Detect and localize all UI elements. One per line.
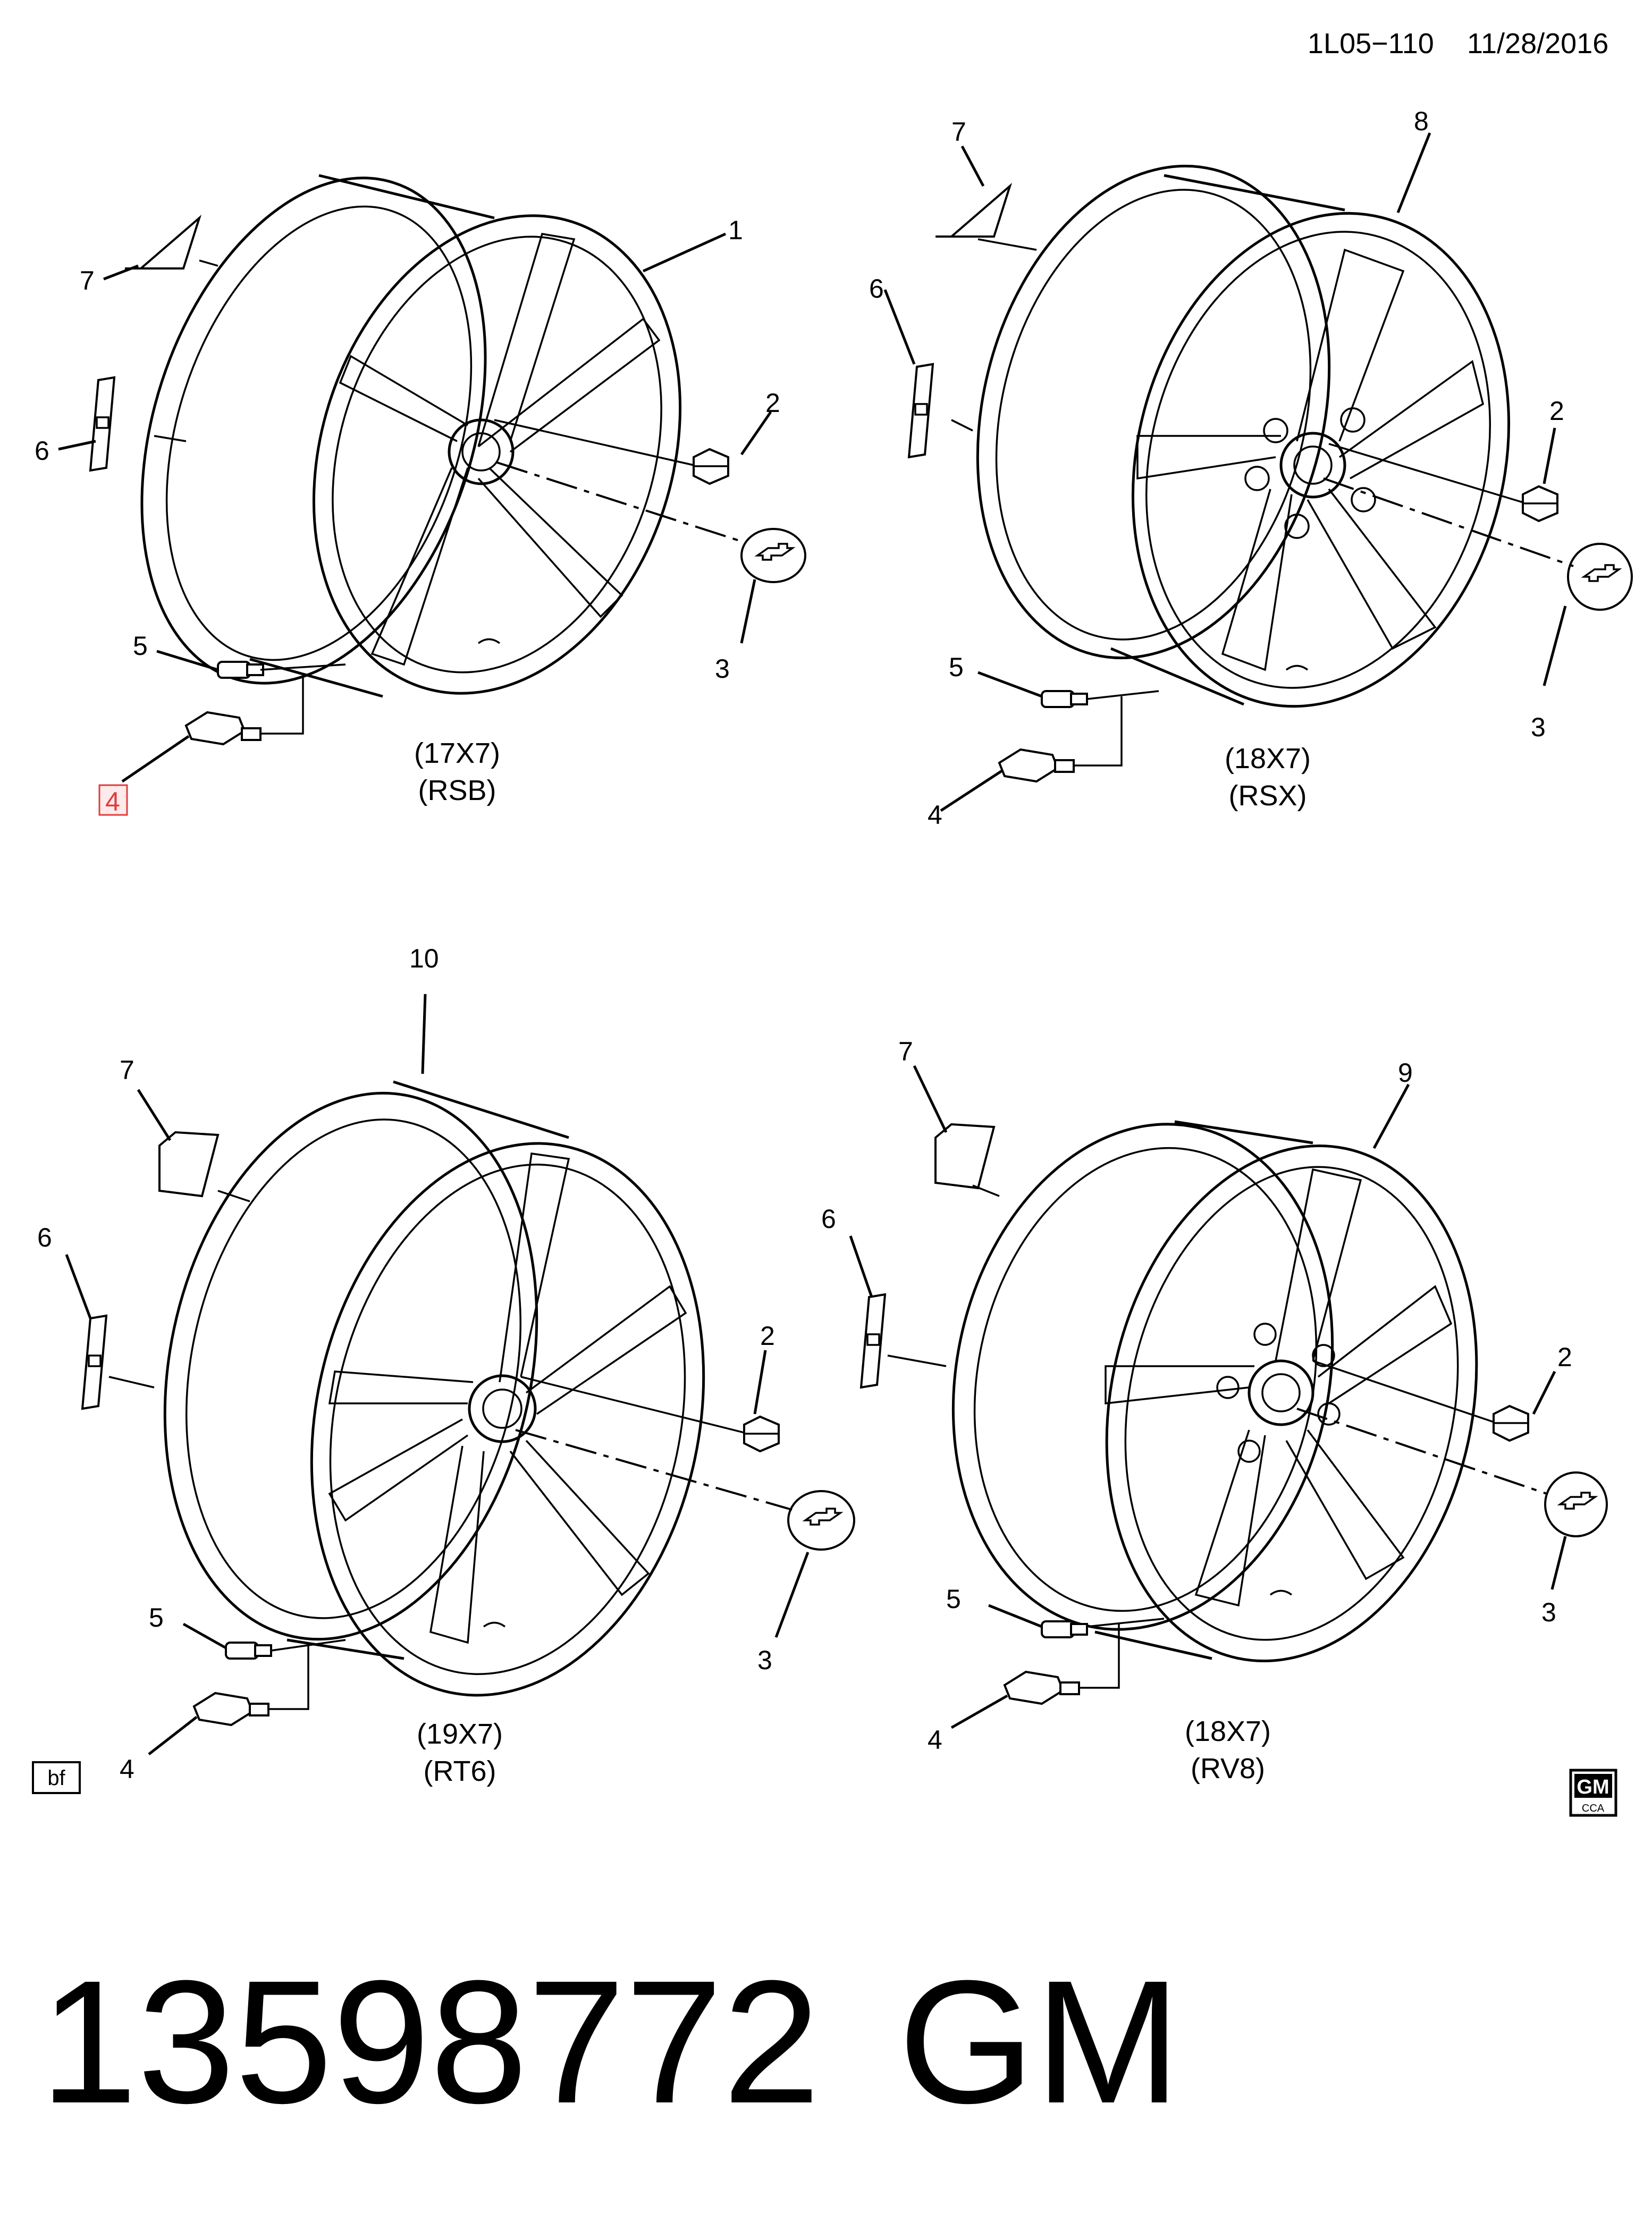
callout-8: 8 [1414, 106, 1429, 136]
callout-4: 4 [928, 800, 942, 830]
wheel-size-rt6: (19X7) [417, 1718, 503, 1750]
part-number: 13598772 [40, 1943, 820, 2140]
callout-2: 2 [760, 1321, 775, 1351]
bowtie-emblem-icon [754, 543, 796, 561]
bowtie-emblem-icon [802, 1508, 844, 1526]
callout-5: 5 [133, 631, 148, 661]
lug-nut-rv8[interactable] [1493, 1404, 1529, 1442]
callout-3: 3 [1541, 1597, 1556, 1627]
wheel-assembly-rsb: 1 2 3 4 5 6 7 (17X7) (RSB) [35, 133, 806, 817]
wheel-code-rv8: (RV8) [1191, 1753, 1265, 1785]
spokes-rt6 [328, 1152, 687, 1644]
valve-stem-rt6[interactable] [225, 1642, 272, 1660]
gm-logo: GM CCA [1569, 1769, 1617, 1817]
callout-6: 6 [869, 274, 884, 304]
callout-2: 2 [765, 388, 780, 418]
center-cap-rsb[interactable] [740, 528, 806, 583]
wheel-size-rsb: (17X7) [414, 737, 500, 769]
wheel-rsb[interactable] [81, 133, 739, 741]
balance-weight-rsx[interactable] [907, 363, 934, 459]
wheel-code-rsx: (RSX) [1229, 780, 1307, 812]
bf-label: bf [47, 1766, 65, 1790]
balance-weight-rv8[interactable] [859, 1293, 887, 1389]
tpms-sensor-rt6[interactable] [192, 1692, 269, 1727]
bowtie-emblem-icon [1581, 564, 1622, 582]
callout-3: 3 [715, 654, 730, 684]
callout-7: 7 [898, 1037, 913, 1066]
lug-nut-rsx[interactable] [1522, 485, 1558, 523]
callout-6: 6 [37, 1223, 52, 1252]
gm-logo-subtext: CCA [1582, 1803, 1605, 1814]
center-cap-rsx[interactable] [1567, 543, 1633, 611]
callout-7: 7 [80, 266, 95, 296]
valve-stem-rsx[interactable] [1041, 690, 1088, 708]
callout-6: 6 [821, 1204, 836, 1234]
gm-logo-text: GM [1577, 1776, 1609, 1798]
lug-nut-rt6[interactable] [743, 1415, 780, 1453]
illustration-code: 1L05−110 [1308, 28, 1434, 60]
callout-4: 4 [105, 787, 120, 817]
callout-9: 9 [1398, 1058, 1413, 1088]
wheel-code-rsb: (RSB) [418, 775, 496, 806]
wheel-assembly-rt6: 10 2 3 4 5 6 7 (19X7) (RT6) [37, 944, 855, 1787]
wheel-assembly-rsx: 8 2 3 4 5 6 7 (18X7) (RSX) [869, 106, 1633, 830]
callout-4: 4 [120, 1754, 134, 1784]
illustration-date: 11/28/2016 [1467, 28, 1608, 60]
weight-label-rt6[interactable] [158, 1131, 220, 1198]
callout-5: 5 [949, 652, 964, 682]
callout-5: 5 [149, 1603, 164, 1632]
callout-1: 1 [728, 215, 743, 245]
spokes-rv8 [1105, 1168, 1453, 1607]
wheel-size-rsx: (18X7) [1225, 743, 1311, 775]
weight-label-rsb[interactable] [125, 214, 202, 270]
valve-stem-rv8[interactable] [1041, 1620, 1088, 1638]
valve-stem-rsb[interactable] [217, 661, 264, 679]
wheel-rsx[interactable] [928, 129, 1560, 747]
balance-weight-rt6[interactable] [81, 1314, 108, 1410]
callout-10: 10 [409, 944, 439, 973]
callout-2: 2 [1557, 1342, 1572, 1372]
brand-name: GM [898, 1943, 1181, 2140]
lug-nut-rsb[interactable] [693, 448, 729, 485]
callout-3: 3 [757, 1645, 772, 1675]
callout-4-highlight [98, 784, 128, 816]
wheel-code-rt6: (RT6) [423, 1755, 496, 1787]
bf-box: bf [32, 1761, 81, 1794]
wheel-assembly-rv8: 9 2 3 4 5 6 7 (18X7) (RV8) [821, 1037, 1608, 1785]
balance-weight-rsb[interactable] [89, 376, 116, 472]
center-cap-rv8[interactable] [1544, 1471, 1608, 1537]
spokes-rsb [339, 233, 661, 666]
spokes-rsx [1136, 248, 1485, 671]
weight-label-rsx[interactable] [935, 182, 1013, 238]
wheel-size-rv8: (18X7) [1185, 1715, 1271, 1747]
callout-5: 5 [946, 1584, 961, 1614]
center-cap-rt6[interactable] [787, 1490, 855, 1551]
callout-7: 7 [120, 1055, 134, 1085]
tpms-sensor-rsb[interactable] [184, 711, 262, 746]
callout-3: 3 [1531, 712, 1546, 742]
callout-4: 4 [928, 1725, 942, 1755]
wheel-rt6[interactable] [116, 1058, 753, 1732]
tpms-sensor-rv8[interactable] [1003, 1670, 1080, 1705]
wheel-rv8[interactable] [908, 1089, 1523, 1696]
weight-label-rv8[interactable] [934, 1123, 996, 1190]
callout-7: 7 [951, 117, 966, 147]
tpms-sensor-rsx[interactable] [998, 748, 1075, 783]
bowtie-emblem-icon [1557, 1492, 1598, 1510]
callout-2: 2 [1549, 396, 1564, 426]
callout-6: 6 [35, 436, 49, 466]
